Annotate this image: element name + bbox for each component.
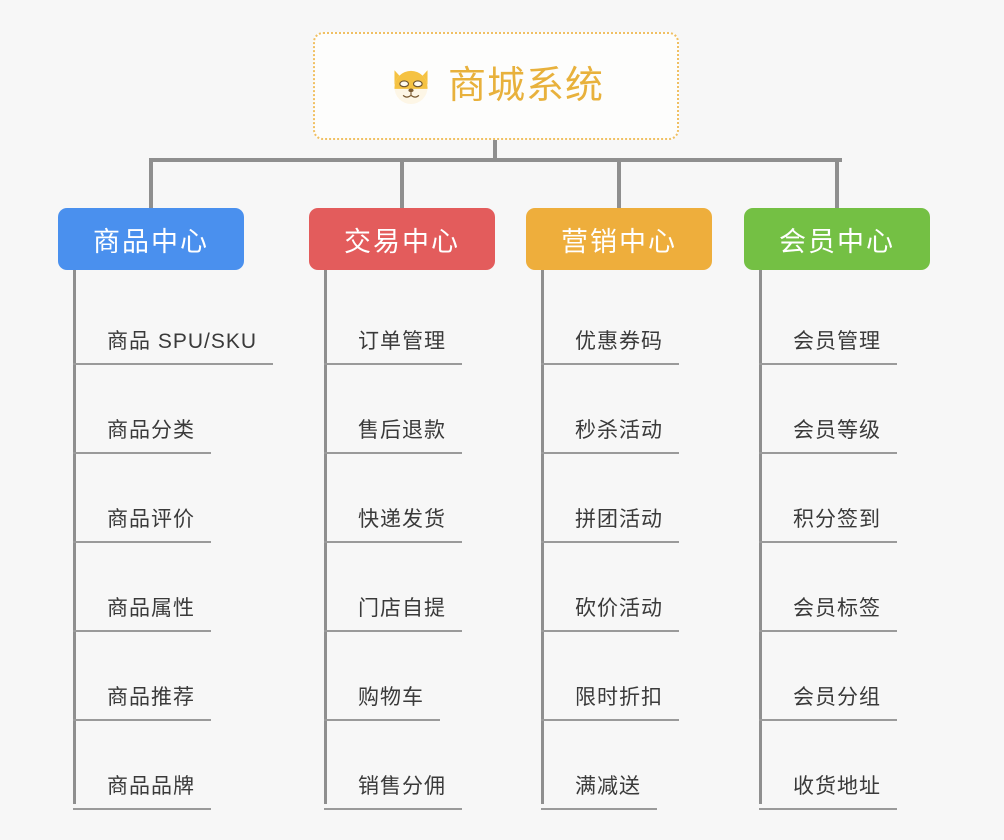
leaf-item-label: 秒杀活动: [541, 414, 679, 454]
leaf-item[interactable]: 订单管理: [324, 276, 495, 365]
category-label: 商品中心: [93, 226, 209, 257]
leaf-item-label: 销售分佣: [324, 770, 462, 810]
leaf-item[interactable]: 快递发货: [324, 454, 495, 543]
leaf-item-label: 限时折扣: [541, 681, 679, 721]
leaf-item-label: 商品品牌: [73, 770, 211, 810]
leaf-item[interactable]: 积分签到: [759, 454, 930, 543]
connector-spine-4: [759, 270, 762, 804]
leaf-item[interactable]: 收货地址: [759, 721, 930, 810]
leaf-item[interactable]: 砍价活动: [541, 543, 712, 632]
category-label: 交易中心: [344, 226, 460, 257]
leaf-item-label: 收货地址: [759, 770, 897, 810]
leaf-item[interactable]: 拼团活动: [541, 454, 712, 543]
column-4: 会员中心会员管理会员等级积分签到会员标签会员分组收货地址: [744, 208, 930, 810]
connector-drop-4: [835, 158, 839, 210]
leaf-item-label: 会员分组: [759, 681, 897, 721]
leaf-item-label: 砍价活动: [541, 592, 679, 632]
leaf-item-label: 商品属性: [73, 592, 211, 632]
shiba-dog-face-icon: [394, 70, 428, 104]
root-node[interactable]: 商城系统: [313, 32, 679, 140]
connector-drop-2: [400, 158, 404, 210]
leaf-item-label: 满减送: [541, 770, 657, 810]
leaf-item-label: 拼团活动: [541, 503, 679, 543]
leaf-list-4: 会员管理会员等级积分签到会员标签会员分组收货地址: [759, 270, 930, 810]
leaf-item-label: 会员等级: [759, 414, 897, 454]
leaf-item[interactable]: 满减送: [541, 721, 712, 810]
leaf-item[interactable]: 售后退款: [324, 365, 495, 454]
connector-drop-1: [149, 158, 153, 210]
leaf-item[interactable]: 商品 SPU/SKU: [73, 276, 274, 365]
leaf-item[interactable]: 销售分佣: [324, 721, 495, 810]
leaf-item-label: 商品评价: [73, 503, 211, 543]
connector-horizontal-bus: [149, 158, 842, 162]
column-2: 交易中心订单管理售后退款快递发货门店自提购物车销售分佣: [309, 208, 495, 810]
leaf-item[interactable]: 会员标签: [759, 543, 930, 632]
leaf-item[interactable]: 门店自提: [324, 543, 495, 632]
leaf-item[interactable]: 优惠券码: [541, 276, 712, 365]
connector-spine-2: [324, 270, 327, 804]
leaf-item[interactable]: 会员等级: [759, 365, 930, 454]
column-3: 营销中心优惠券码秒杀活动拼团活动砍价活动限时折扣满减送: [526, 208, 712, 810]
leaf-item-label: 商品 SPU/SKU: [73, 325, 274, 365]
leaf-list-2: 订单管理售后退款快递发货门店自提购物车销售分佣: [324, 270, 495, 810]
connector-drop-3: [617, 158, 621, 210]
leaf-item[interactable]: 限时折扣: [541, 632, 712, 721]
category-box-3[interactable]: 营销中心: [526, 208, 712, 270]
leaf-item-label: 售后退款: [324, 414, 462, 454]
leaf-item-label: 会员管理: [759, 325, 897, 365]
leaf-item-label: 快递发货: [324, 503, 462, 543]
connector-spine-3: [541, 270, 544, 804]
leaf-item-label: 商品分类: [73, 414, 211, 454]
leaf-item-label: 积分签到: [759, 503, 897, 543]
leaf-item[interactable]: 会员管理: [759, 276, 930, 365]
leaf-item-label: 订单管理: [324, 325, 462, 365]
leaf-item-label: 优惠券码: [541, 325, 679, 365]
leaf-item[interactable]: 商品评价: [73, 454, 244, 543]
leaf-item-label: 会员标签: [759, 592, 897, 632]
leaf-item-label: 购物车: [324, 681, 440, 721]
leaf-item[interactable]: 商品品牌: [73, 721, 244, 810]
root-title: 商城系统: [447, 65, 604, 107]
leaf-item-label: 商品推荐: [73, 681, 211, 721]
leaf-item[interactable]: 商品分类: [73, 365, 244, 454]
leaf-list-1: 商品 SPU/SKU 商品分类商品评价商品属性商品推荐商品品牌: [73, 270, 274, 810]
leaf-list-3: 优惠券码秒杀活动拼团活动砍价活动限时折扣满减送: [541, 270, 712, 810]
leaf-item-label: 门店自提: [324, 592, 462, 632]
column-1: 商品中心商品 SPU/SKU 商品分类商品评价商品属性商品推荐商品品牌: [58, 208, 274, 810]
category-box-4[interactable]: 会员中心: [744, 208, 930, 270]
connector-root-stem: [493, 140, 497, 162]
category-label: 会员中心: [779, 226, 895, 257]
category-box-2[interactable]: 交易中心: [309, 208, 495, 270]
category-box-1[interactable]: 商品中心: [58, 208, 244, 270]
leaf-item[interactable]: 商品推荐: [73, 632, 244, 721]
leaf-item[interactable]: 秒杀活动: [541, 365, 712, 454]
connector-spine-1: [73, 270, 76, 804]
leaf-item[interactable]: 会员分组: [759, 632, 930, 721]
leaf-item[interactable]: 商品属性: [73, 543, 244, 632]
leaf-item[interactable]: 购物车: [324, 632, 495, 721]
category-label: 营销中心: [561, 226, 677, 257]
